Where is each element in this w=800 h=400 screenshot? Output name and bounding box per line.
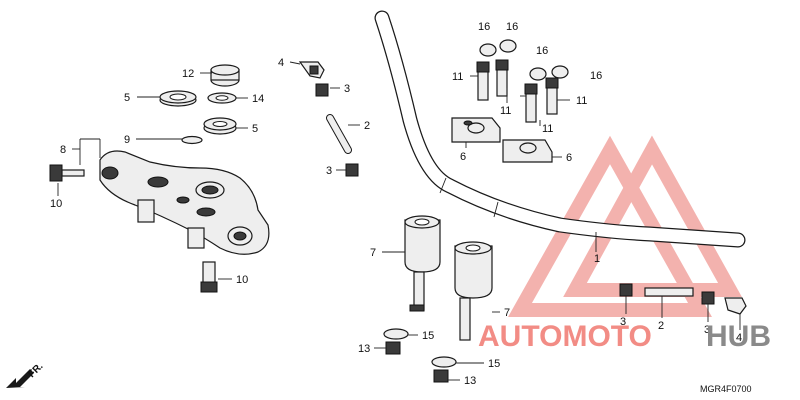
washer-5-upper (159, 90, 197, 107)
handlebar (374, 10, 746, 248)
arrow-icon (6, 369, 34, 388)
bushing-15-right (431, 356, 457, 368)
holder-upper-6-left (451, 117, 501, 143)
watermark-text-red: AUTOMOTO (478, 320, 652, 353)
stem-nut-12 (210, 64, 240, 87)
front-direction-arrow: FR. (6, 361, 46, 388)
bolt-11-b (495, 59, 509, 97)
bolt-11-d (545, 77, 559, 115)
callout-5-lower: 5 (252, 123, 258, 135)
washer-14 (207, 92, 237, 104)
callout-4-upper: 4 (278, 57, 284, 69)
watermark-text-gray: HUB (706, 320, 771, 353)
callout-11-a: 11 (452, 71, 463, 83)
callout-2-upper: 2 (364, 120, 370, 132)
bolt-10-lower (200, 261, 218, 293)
clamp-bolt-4-upper (298, 61, 325, 79)
nut-3-upper (315, 83, 329, 97)
callout-3-lower-a: 3 (620, 316, 626, 328)
callouts: 12 5 14 5 9 8 10 10 4 3 2 3 16 16 16 16 … (50, 21, 742, 387)
callout-13-left: 13 (358, 343, 370, 355)
callout-14: 14 (252, 93, 264, 105)
cap-16-b (499, 39, 517, 53)
lower-holder-7-left (404, 215, 441, 312)
clamp-bolt-4-lower (724, 297, 747, 315)
callout-11-b: 11 (500, 105, 511, 117)
cap-16-c (529, 67, 547, 81)
washer-9 (181, 135, 203, 145)
callout-7-left: 7 (370, 247, 376, 259)
watermark-text: AUTOMOTO HUB (478, 320, 771, 353)
callout-3-upper: 3 (344, 83, 350, 95)
callout-9: 9 (124, 134, 130, 146)
callout-15-right: 15 (488, 358, 500, 370)
callout-16-a: 16 (478, 21, 490, 33)
callout-16-d: 16 (590, 70, 602, 82)
callout-5-upper: 5 (124, 92, 130, 104)
bar-end-rod-2-upper (326, 114, 352, 154)
bar-end-rod-2-lower (644, 287, 694, 297)
washer-5-lower (203, 117, 237, 135)
callout-2-lower: 2 (658, 320, 664, 332)
callout-6-left: 6 (460, 151, 466, 163)
nut-13-left (385, 341, 401, 355)
callout-12: 12 (182, 68, 194, 80)
bolt-10-left (49, 164, 85, 182)
bolt-11-a (476, 61, 490, 101)
cap-16-a (479, 43, 497, 57)
top-bridge (99, 150, 270, 255)
callout-7-right: 7 (504, 307, 510, 319)
callout-11-d: 11 (576, 95, 587, 107)
nut-3-lower-b (701, 291, 715, 305)
nut-13-right (433, 369, 449, 383)
callout-13-right: 13 (464, 375, 476, 387)
lower-holder-7-right (454, 241, 493, 341)
callout-16-c: 16 (536, 45, 548, 57)
callout-16-b: 16 (506, 21, 518, 33)
nut-3-lower-a (619, 283, 633, 297)
callout-3-upper-b: 3 (326, 165, 332, 177)
callout-1: 1 (594, 253, 600, 265)
nut-3-upper-b (345, 163, 359, 177)
callout-6-right: 6 (566, 152, 572, 164)
leader-lines (57, 61, 741, 381)
diagram-code: MGR4F0700 (700, 384, 752, 394)
callout-10-lower: 10 (236, 274, 248, 286)
callout-4-lower: 4 (736, 332, 742, 344)
callout-15-left: 15 (422, 330, 434, 342)
callout-10-left: 10 (50, 198, 62, 210)
bolt-11-c (524, 83, 538, 123)
bushing-15-left (383, 328, 409, 340)
callout-8: 8 (60, 144, 66, 156)
holder-upper-6-right (502, 139, 553, 163)
callout-11-c: 11 (542, 123, 553, 135)
cap-16-d (551, 65, 569, 79)
callout-3-lower-b: 3 (704, 324, 710, 336)
